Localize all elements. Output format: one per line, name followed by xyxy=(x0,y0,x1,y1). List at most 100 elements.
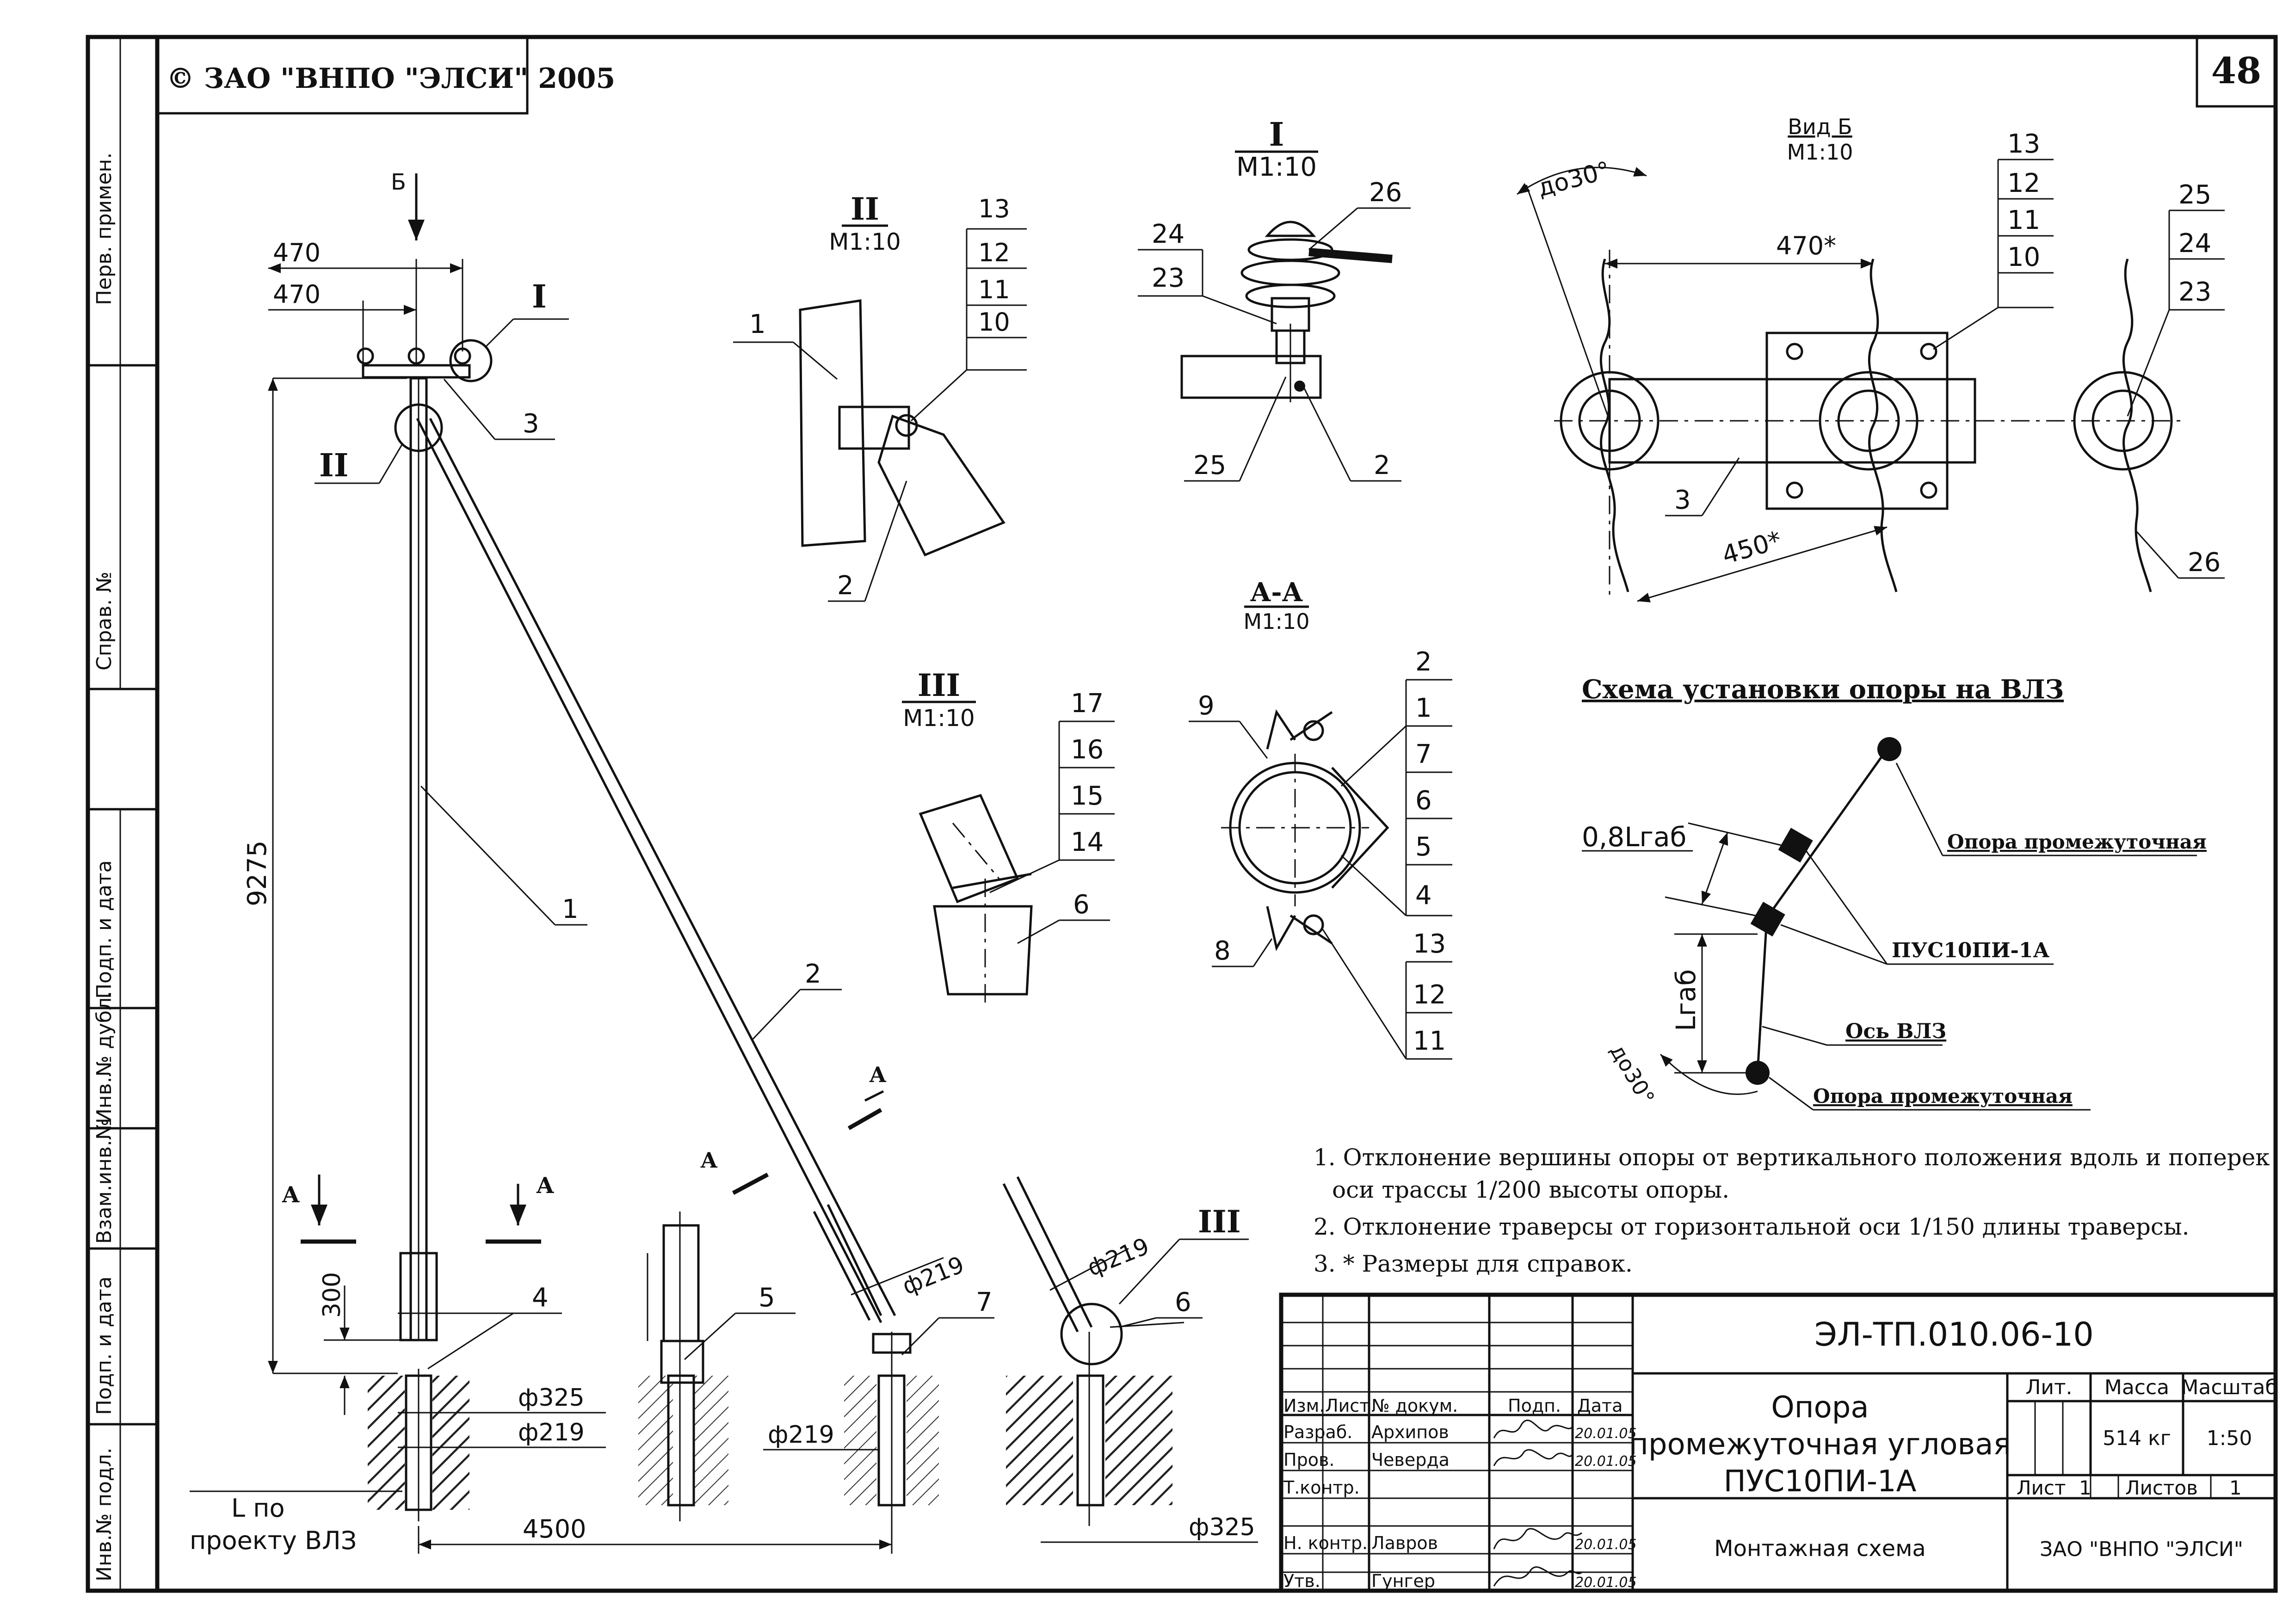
tb-masshtab-header: Масштаб xyxy=(2181,1376,2277,1399)
sheet-frame xyxy=(86,35,2278,1593)
scheme-l-gab-08: 0,8Lгаб xyxy=(1582,821,1686,853)
stamp-sprav-no: Справ. № xyxy=(93,572,116,671)
view-B-callout-stack-b: 25 24 23 xyxy=(2127,180,2225,417)
signature-utv xyxy=(1493,1566,1583,1587)
l-po-label: L по xyxy=(231,1494,285,1523)
pos-2: 2 xyxy=(805,959,821,989)
view-B-pos-24: 24 xyxy=(2178,228,2211,258)
scheme-l-gab: Lгаб xyxy=(1670,969,1702,1031)
pos-5: 5 xyxy=(759,1283,775,1313)
dim-phi325-b: ф325 xyxy=(1189,1513,1255,1541)
dim-phi219-b: ф219 xyxy=(768,1421,834,1449)
stamp-podp-data-1: Подп. и дата xyxy=(93,860,116,999)
side-stamp: Перв. примен. Справ. № Подп. и дата Инв.… xyxy=(93,153,116,1581)
detail-II-callout-stack: 13 12 11 10 xyxy=(910,194,1027,422)
tb-r5-name: Гунгер xyxy=(1371,1571,1435,1591)
detail-I-pos-26: 26 xyxy=(1369,178,1402,208)
pos-3: 3 xyxy=(523,409,539,439)
dim-4500: 4500 xyxy=(523,1514,586,1544)
section-AA-pos-6: 6 xyxy=(1415,786,1432,816)
detail-I-pos-23: 23 xyxy=(1152,263,1185,293)
view-B-pos-26: 26 xyxy=(2188,547,2221,578)
tb-h-list: Лист xyxy=(1325,1396,1370,1416)
view-B-pos-3: 3 xyxy=(1674,485,1691,515)
view-B-title: Вид Б xyxy=(1788,114,1852,139)
section-AA-pos-4: 4 xyxy=(1415,880,1432,910)
stamp-perv-primen: Перв. примен. xyxy=(93,153,116,305)
signature-prov xyxy=(1493,1449,1573,1466)
note-2: 2. Отклонение траверсы от горизонтальной… xyxy=(1314,1213,2190,1240)
detail-I-scale: М1:10 xyxy=(1236,152,1317,182)
detail-III-title: III xyxy=(918,667,961,703)
tb-massa-header: Масса xyxy=(2104,1376,2169,1399)
detail-I-pos-2: 2 xyxy=(1374,450,1390,480)
pos-6: 6 xyxy=(1175,1287,1191,1317)
section-AA-scale: М1:10 xyxy=(1244,609,1310,634)
detail-III-pos-16: 16 xyxy=(1071,735,1104,765)
detail-II-pos-2: 2 xyxy=(837,571,854,601)
scheme-os-vlz: Ось ВЛЗ xyxy=(1845,1020,1946,1043)
view-b-label: Б xyxy=(391,169,406,195)
section-AA-callout-stack-lower: 13 12 11 xyxy=(1322,929,1452,1060)
tb-listov-value: 1 xyxy=(2229,1476,2242,1499)
section-a-mark-1: A xyxy=(282,1182,300,1208)
view-B-angle: до30° xyxy=(1535,156,1613,202)
tb-doc-code: ЭЛ-ТП.010.06-10 xyxy=(1814,1316,2094,1353)
dim-9275: 9275 xyxy=(242,840,272,906)
copyright-text: © ЗАО "ВНПО "ЭЛСИ" 2005 xyxy=(167,62,615,95)
title-block: ЭЛ-ТП.010.06-10 Опора промежуточная угло… xyxy=(1279,1292,2278,1593)
tb-r5-date: 20.01.05 xyxy=(1575,1575,1637,1591)
detail-II-title: II xyxy=(851,191,879,227)
tb-r3-role: Т.контр. xyxy=(1283,1477,1360,1498)
pos-1: 1 xyxy=(562,894,579,924)
dim-phi325-a: ф325 xyxy=(518,1384,585,1412)
tb-scale-value: 1:50 xyxy=(2207,1427,2252,1450)
dim-300: 300 xyxy=(318,1272,346,1318)
section-AA-pos-12: 12 xyxy=(1413,980,1446,1010)
tb-h-doc: № докум. xyxy=(1371,1396,1458,1416)
tb-r2-date: 20.01.05 xyxy=(1575,1453,1637,1470)
stamp-inv-podl: Инв.№ подл. xyxy=(93,1447,116,1581)
scheme-opora-prom-2: Опора промежуточная xyxy=(1813,1085,2073,1107)
tb-list-value: 1 xyxy=(2079,1476,2091,1499)
dim-phi219-c: ф219 xyxy=(899,1251,968,1300)
dim-470-top: 470 xyxy=(273,238,321,267)
main-view: Б 470 470 I 3 II xyxy=(190,169,1258,1555)
view-B-pos-23: 23 xyxy=(2178,277,2211,307)
detail-III-pos-17: 17 xyxy=(1071,689,1104,719)
note-1-cont: оси трассы 1/200 высоты опоры. xyxy=(1332,1176,1729,1203)
tb-mass-value: 514 кг xyxy=(2103,1427,2171,1450)
section-AA-pos-2: 2 xyxy=(1415,647,1432,677)
detail-II-pos-12: 12 xyxy=(978,238,1010,267)
tb-name-2: промежуточная угловая xyxy=(1629,1427,2011,1462)
detail-III: III М1:10 17 16 15 14 6 xyxy=(902,667,1115,1003)
dim-phi219-d: ф219 xyxy=(1084,1233,1153,1282)
detail-II: II М1:10 1 2 13 12 11 10 xyxy=(733,191,1027,602)
section-a-mark-3: A xyxy=(869,1062,887,1087)
view-B-pos-11: 11 xyxy=(2007,205,2040,235)
signature-n-kontr xyxy=(1493,1528,1582,1550)
detail-II-pos-1: 1 xyxy=(749,309,766,339)
pos-7: 7 xyxy=(976,1287,993,1317)
section-AA: А-А М1:10 9 8 2 1 xyxy=(1189,577,1452,1060)
stamp-vzam-inv: Взам.инв.№ xyxy=(93,1119,116,1244)
tb-r4-role: Н. контр. xyxy=(1283,1533,1368,1553)
tb-r4-date: 20.01.05 xyxy=(1575,1537,1637,1553)
tb-r1-name: Архипов xyxy=(1371,1422,1449,1442)
detail-II-pos-10: 10 xyxy=(978,308,1010,337)
scheme-title: Схема установки опоры на ВЛЗ xyxy=(1582,674,2064,705)
view-B: Вид Б М1:10 до30° 470* 450* xyxy=(1517,114,2225,603)
tb-lit-header: Лит. xyxy=(2025,1376,2072,1399)
view-B-pos-10: 10 xyxy=(2007,242,2040,272)
detail-III-callout-stack: 17 16 15 14 xyxy=(989,689,1115,893)
tb-h-data: Дата xyxy=(1577,1396,1623,1416)
callout-II: II xyxy=(319,447,349,484)
detail-II-scale: М1:10 xyxy=(829,228,901,255)
view-B-dim-450: 450* xyxy=(1719,525,1784,570)
section-AA-pos-13: 13 xyxy=(1413,929,1446,959)
tb-r5-role: Утв. xyxy=(1283,1571,1320,1591)
detail-I-title: I xyxy=(1269,115,1284,154)
scheme-angle: до30° xyxy=(1605,1040,1660,1109)
detail-III-scale: М1:10 xyxy=(903,705,975,732)
